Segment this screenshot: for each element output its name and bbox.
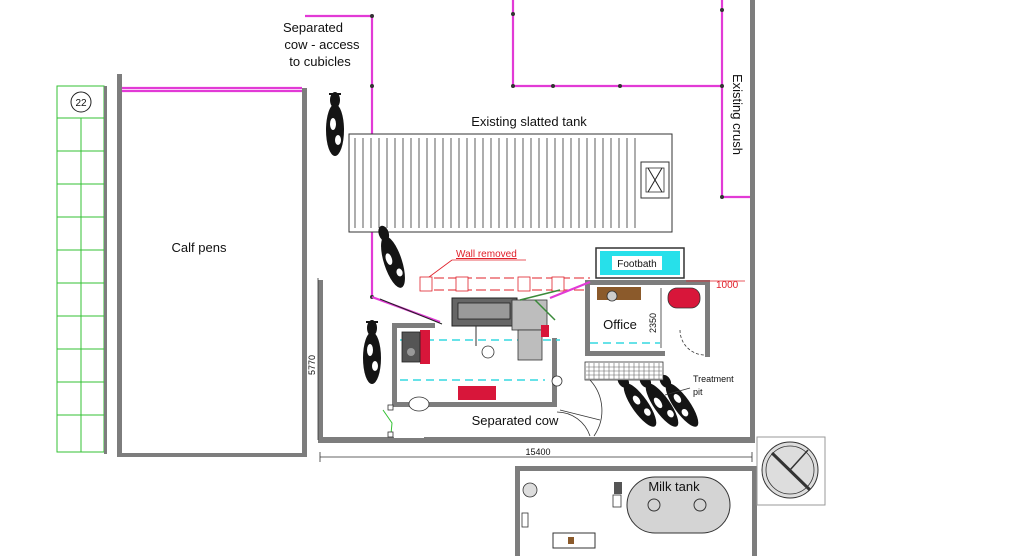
existing-crush-label: Existing crush <box>730 74 745 155</box>
tank-dial-icon <box>756 436 826 506</box>
slatted-tank-label: Existing slatted tank <box>471 114 587 129</box>
dim-2350-label: 2350 <box>648 313 658 333</box>
cow-icon <box>378 225 405 288</box>
wall-removed: Wall removed <box>419 249 590 292</box>
separated-access-line1: Separated <box>283 20 343 35</box>
cow-icon <box>363 320 381 384</box>
pen-number: 22 <box>75 98 87 109</box>
footbath-label: Footbath <box>617 259 656 270</box>
calf-pens-label: Calf pens <box>172 240 227 255</box>
cow-icon <box>326 92 344 156</box>
slatted-tank: Existing slatted tank <box>348 114 673 233</box>
cow-icon <box>639 374 679 427</box>
separated-access-line3: to cubicles <box>289 54 351 69</box>
dim-15400-label: 15400 <box>525 447 550 457</box>
pen-number-marker <box>70 91 92 113</box>
footbath-icon: Footbath <box>595 247 685 279</box>
calf-pens-area: 22 Calf pens <box>56 74 307 457</box>
dim-5770-label: 5770 <box>307 355 317 375</box>
treatment-pit-line1: Treatment <box>693 374 734 384</box>
separated-cow-label: Separated cow <box>472 413 559 428</box>
separated-access-line2: cow - access <box>284 37 360 52</box>
milk-tank-icon <box>626 476 731 534</box>
office: Office 2350 <box>597 287 701 348</box>
parlour-equipment <box>401 289 563 400</box>
treatment-pit-line2: pit <box>693 387 703 397</box>
dim-1000-label: 1000 <box>716 280 739 291</box>
office-label: Office <box>603 317 637 332</box>
wall-removed-label: Wall removed <box>456 249 517 260</box>
milk-tank-label: Milk tank <box>648 479 700 494</box>
parlour-room <box>318 280 755 443</box>
milk-tank-room: Milk tank <box>515 466 757 556</box>
cow-icon <box>617 374 657 427</box>
